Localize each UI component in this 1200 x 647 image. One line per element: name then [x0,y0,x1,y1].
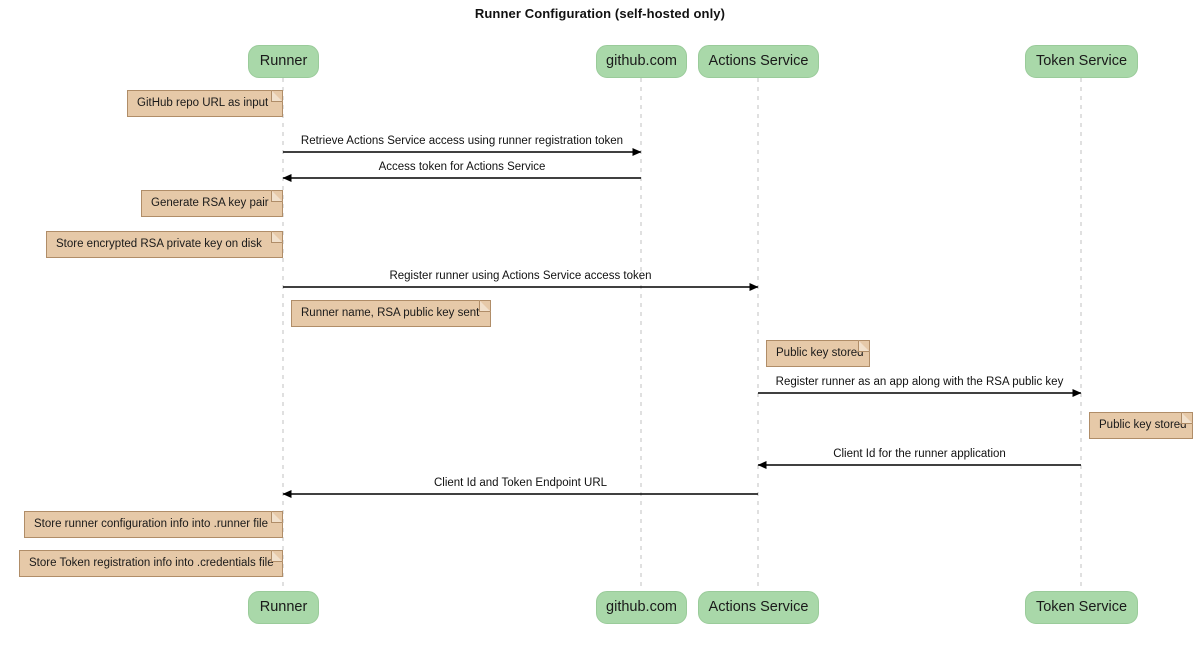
note-text: Runner name, RSA public key sent [301,307,480,319]
note-fold-corner-icon [271,511,283,523]
note-text: Store runner configuration info into .ru… [34,518,268,530]
participant-label: github.com [606,599,677,615]
message-label-m2: Access token for Actions Service [378,161,546,173]
note-n2: Generate RSA key pair [141,190,283,217]
note-text: Public key stored [776,347,864,359]
participant-label: Actions Service [708,53,809,69]
participant-actions-bottom[interactable]: Actions Service [698,591,819,624]
note-fold-corner-icon [271,550,283,562]
message-label-m5: Client Id for the runner application [833,448,1006,460]
note-fold-corner-icon [1181,412,1193,424]
note-text: Store encrypted RSA private key on disk [56,238,262,250]
note-n5: Public key stored [766,340,870,367]
participant-runner-bottom[interactable]: Runner [248,591,319,624]
note-text: Store Token registration info into .cred… [29,557,274,569]
note-n6: Public key stored [1089,412,1193,439]
page-title: Runner Configuration (self-hosted only) [474,6,726,21]
message-label-m4: Register runner as an app along with the… [775,376,1064,388]
note-n3: Store encrypted RSA private key on disk [46,231,283,258]
note-text: Public key stored [1099,419,1187,431]
note-n4: Runner name, RSA public key sent [291,300,491,327]
note-n7: Store runner configuration info into .ru… [24,511,283,538]
lifelines [282,78,1082,590]
note-fold-corner-icon [479,300,491,312]
message-label-m1: Retrieve Actions Service access using ru… [300,135,624,147]
participant-github-bottom[interactable]: github.com [596,591,687,624]
note-text: GitHub repo URL as input [137,97,269,109]
participant-label: Runner [259,599,308,615]
participant-token-bottom[interactable]: Token Service [1025,591,1138,624]
note-fold-corner-icon [271,190,283,202]
participant-label: Token Service [1035,599,1128,615]
participant-runner-top[interactable]: Runner [248,45,319,78]
participant-label: Token Service [1035,53,1128,69]
note-fold-corner-icon [858,340,870,352]
message-label-m3: Register runner using Actions Service ac… [389,270,652,282]
note-n1: GitHub repo URL as input [127,90,283,117]
participant-github-top[interactable]: github.com [596,45,687,78]
message-label-m6: Client Id and Token Endpoint URL [433,477,608,489]
note-fold-corner-icon [271,231,283,243]
message-arrows [282,148,1082,498]
participant-label: Actions Service [708,599,809,615]
participant-token-top[interactable]: Token Service [1025,45,1138,78]
note-n8: Store Token registration info into .cred… [19,550,283,577]
participant-actions-top[interactable]: Actions Service [698,45,819,78]
note-text: Generate RSA key pair [151,197,269,209]
participant-label: Runner [259,53,308,69]
note-fold-corner-icon [271,90,283,102]
participant-label: github.com [606,53,677,69]
